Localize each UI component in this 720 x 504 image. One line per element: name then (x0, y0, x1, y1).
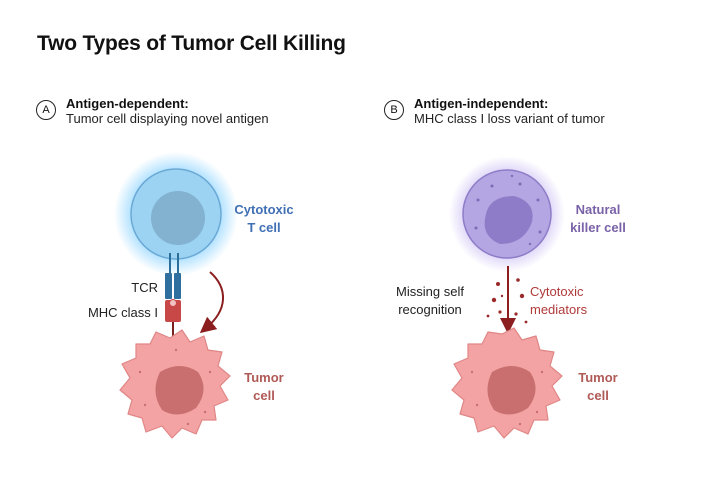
nk-cell-label-line1: Natural (576, 202, 621, 217)
mhc-label: MHC class I (88, 305, 158, 320)
panel-a-heading: Antigen-dependent: (66, 96, 189, 111)
panel-b-heading: Antigen-independent: (414, 96, 549, 111)
tumor-cell-a (119, 329, 231, 439)
t-cell-label-line2: T cell (247, 220, 280, 235)
cytotoxic-granules (486, 278, 528, 324)
natural-killer-cell (449, 156, 565, 272)
panel-b-letter-badge: B (384, 100, 404, 120)
nk-cell-nucleus (484, 196, 533, 244)
tumor-label-b-line1: Tumor (578, 370, 617, 385)
tumor-label-a-line1: Tumor (244, 370, 283, 385)
panel-b-subheading: MHC class I loss variant of tumor (414, 111, 605, 126)
missing-self-label-line1: Missing self (396, 284, 464, 299)
tcr-label: TCR (131, 280, 158, 295)
nk-cell-label-line2: killer cell (570, 220, 626, 235)
t-cell-label-line1: Cytotoxic (234, 202, 293, 217)
tumor-label-b-line2: cell (587, 388, 609, 403)
t-cell-nucleus (151, 191, 205, 245)
attack-arrow-a (199, 271, 224, 334)
panel-a-letter-badge: A (36, 100, 56, 120)
mediators-label-line1: Cytotoxic (530, 284, 584, 299)
panel-a-subheading: Tumor cell displaying novel antigen (66, 111, 269, 126)
tumor-cell-b (451, 327, 563, 439)
tumor-label-a-line2: cell (253, 388, 275, 403)
page-title: Two Types of Tumor Cell Killing (37, 32, 346, 55)
mediators-label-line2: mediators (530, 302, 588, 317)
panel-a-header: A Antigen-dependent: Tumor cell displayi… (36, 96, 269, 127)
panel-b-heading-block: Antigen-independent: MHC class I loss va… (414, 96, 605, 127)
cytotoxic-t-cell (114, 152, 238, 276)
panel-b-header: B Antigen-independent: MHC class I loss … (384, 96, 605, 127)
missing-self-label-line2: recognition (398, 302, 462, 317)
tcr-receptor (165, 253, 181, 299)
mhc-class-i-molecule (165, 299, 181, 340)
panel-a-heading-block: Antigen-dependent: Tumor cell displaying… (66, 96, 269, 127)
